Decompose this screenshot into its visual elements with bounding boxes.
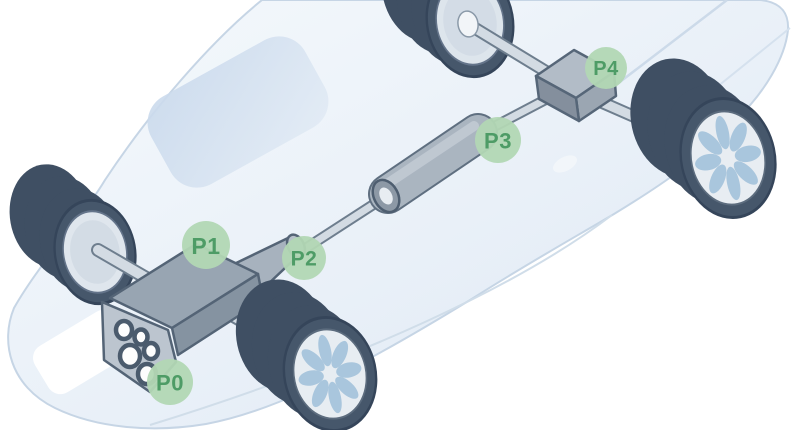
marker-p2-label: P2 bbox=[291, 248, 318, 271]
marker-p0-circle[interactable] bbox=[147, 359, 193, 405]
rear-right-wheel bbox=[630, 58, 777, 219]
front-right-wheel bbox=[235, 279, 378, 430]
marker-p2[interactable]: P2 bbox=[282, 236, 326, 280]
marker-p0[interactable]: P0 bbox=[147, 359, 193, 405]
marker-p4[interactable]: P4 bbox=[585, 47, 627, 89]
marker-p1-label: P1 bbox=[191, 233, 220, 259]
door-handle bbox=[552, 155, 578, 173]
marker-p4-label: P4 bbox=[593, 58, 619, 80]
windshield bbox=[147, 36, 329, 188]
marker-p3[interactable]: P3 bbox=[475, 117, 521, 163]
position-markers: P0 P1 P2 P3 P4 bbox=[147, 47, 627, 405]
wheel-spokes bbox=[695, 115, 761, 201]
marker-p4-circle[interactable] bbox=[585, 47, 627, 89]
marker-p3-circle[interactable] bbox=[475, 117, 521, 163]
marker-p0-label: P0 bbox=[156, 371, 184, 396]
driveshaft-motor bbox=[368, 113, 498, 214]
rear-window-crease bbox=[611, 0, 728, 89]
marker-p1-circle[interactable] bbox=[182, 221, 230, 269]
rocker-line bbox=[149, 214, 613, 426]
marker-p3-label: P3 bbox=[484, 129, 512, 154]
wheel-spokes bbox=[298, 334, 362, 414]
marker-p1[interactable]: P1 bbox=[182, 221, 230, 269]
motor-end-flange bbox=[371, 178, 401, 214]
marker-p2-circle[interactable] bbox=[282, 236, 326, 280]
